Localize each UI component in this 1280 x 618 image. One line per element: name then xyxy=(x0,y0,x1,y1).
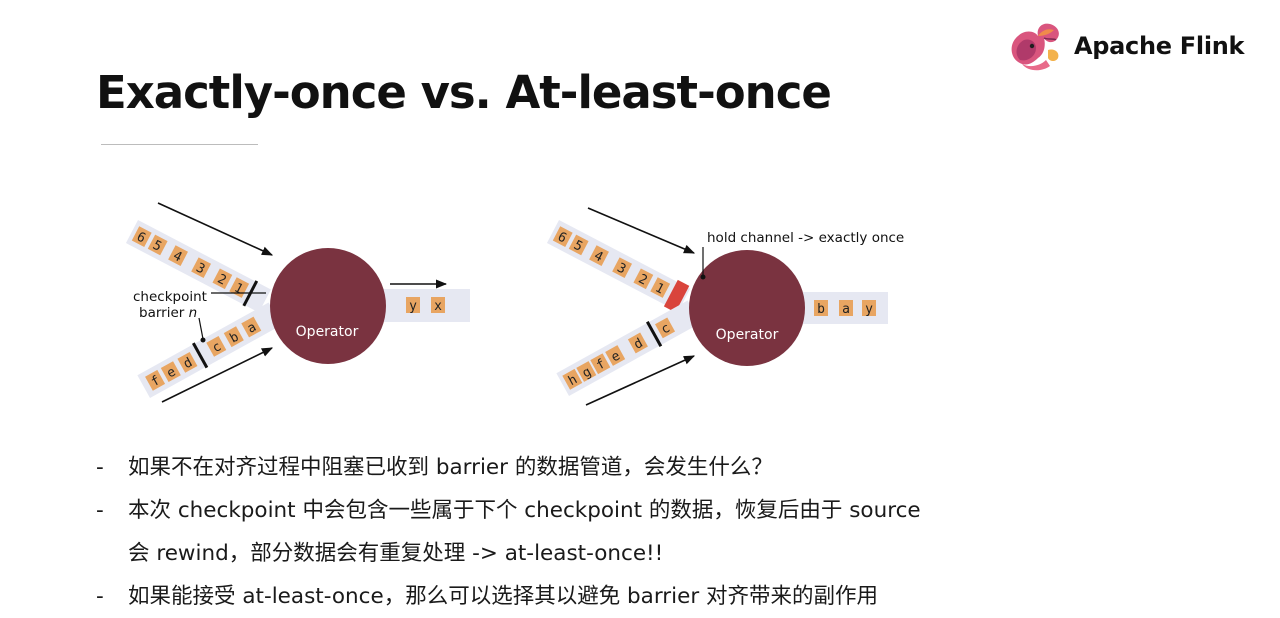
bottom-channel-element-box xyxy=(627,332,648,354)
top-channel-element-box xyxy=(212,268,233,290)
top-input-arrow-right xyxy=(587,207,696,254)
bottom-input-arrow-left xyxy=(161,347,274,403)
output-channel-left xyxy=(380,289,470,322)
operator-label-left: Operator xyxy=(296,324,359,340)
bottom-channel-element-box xyxy=(562,368,583,390)
top-channel-element-box xyxy=(568,234,589,256)
slide-title: Exactly-once vs. At-least-once xyxy=(96,66,832,119)
bottom-channel-element-box xyxy=(206,336,227,357)
top-channel-element-box xyxy=(168,245,188,266)
bullet-item: - 如果能接受 at-least-once，那么可以选择其以避免 barrier… xyxy=(96,575,1056,618)
top-channel-element-box xyxy=(552,226,573,247)
brand-name: Apache Flink xyxy=(1074,32,1245,60)
output-element-box xyxy=(839,300,853,316)
output-element: y xyxy=(865,302,873,317)
top-channel-element-box xyxy=(131,226,152,247)
bullet-text: 本次 checkpoint 中会包含一些属于下个 checkpoint 的数据，… xyxy=(128,498,921,523)
bottom-channel-element-box xyxy=(655,317,676,339)
brand: Apache Flink xyxy=(1008,16,1245,76)
output-element: b xyxy=(817,302,825,317)
top-channel-element-box xyxy=(633,268,654,290)
output-element: x xyxy=(434,299,442,314)
annotation-dot xyxy=(200,337,206,343)
bottom-channel-element-box xyxy=(605,345,626,366)
hold-channel-annotation: hold channel -> exactly once xyxy=(707,230,904,246)
bottom-channel-element-box xyxy=(590,353,611,375)
output-element-box xyxy=(814,300,828,316)
bullet-dash: - xyxy=(96,455,104,480)
bottom-channel-element-box xyxy=(576,361,597,382)
output-element-box xyxy=(862,300,876,316)
bullet-item: - 如果不在对齐过程中阻塞已收到 barrier 的数据管道，会发生什么？ xyxy=(96,446,1056,489)
top-channel-element-box xyxy=(147,234,168,256)
operator-label-right: Operator xyxy=(716,327,779,343)
top-input-arrow-left xyxy=(157,202,274,256)
checkpoint-annotation-line1: checkpoint xyxy=(133,289,207,305)
bottom-channel-element-box xyxy=(241,316,262,338)
output-element: y xyxy=(409,299,417,314)
bullet-dash: - xyxy=(96,584,104,609)
output-element-box xyxy=(406,297,420,313)
top-channel-element-box xyxy=(612,257,633,278)
top-channel-element-box xyxy=(589,245,609,266)
bullet-continuation: 会 rewind，部分数据会有重复处理 -> at-least-once!! xyxy=(128,541,664,566)
hold-annotation-dot xyxy=(700,274,706,280)
output-element: a xyxy=(842,302,850,317)
bottom-channel-element-box xyxy=(177,351,198,373)
bottom-channel-element-box xyxy=(145,369,166,391)
bullet-list: - 如果不在对齐过程中阻塞已收到 barrier 的数据管道，会发生什么？ - … xyxy=(96,446,1056,618)
top-channel-element-box xyxy=(191,257,212,278)
bullet-text: 如果不在对齐过程中阻塞已收到 barrier 的数据管道，会发生什么？ xyxy=(128,455,773,480)
bullet-dash: - xyxy=(96,498,104,523)
checkpoint-barrier-bottom-right xyxy=(645,320,663,347)
annotation-leader-bottom xyxy=(198,317,204,340)
bottom-input-arrow-right xyxy=(585,355,696,406)
operator-node-left xyxy=(270,248,386,364)
bullet-item: - 本次 checkpoint 中会包含一些属于下个 checkpoint 的数… xyxy=(96,489,1056,575)
squirrel-logo-icon xyxy=(1011,23,1059,71)
bullet-text: 如果能接受 at-least-once，那么可以选择其以避免 barrier 对… xyxy=(128,584,879,609)
bottom-channel-element-box xyxy=(160,361,181,382)
operator-node-right xyxy=(689,250,805,366)
bottom-channel-element-box xyxy=(223,326,244,348)
top-channel-element-box xyxy=(650,277,671,298)
checkpoint-annotation-line2: barrier n xyxy=(139,305,197,321)
held-barrier-right xyxy=(663,279,690,313)
checkpoint-barrier-bottom-left xyxy=(192,342,209,369)
title-underline xyxy=(101,144,258,145)
output-element-box xyxy=(431,297,445,313)
